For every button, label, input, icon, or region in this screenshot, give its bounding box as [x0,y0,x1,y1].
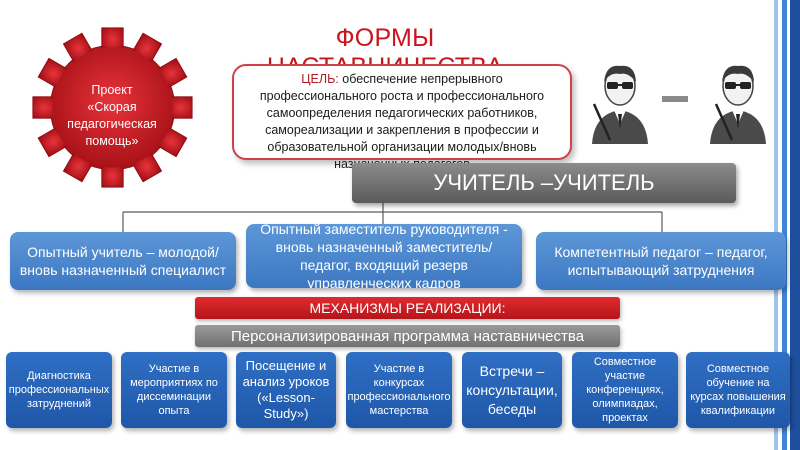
mechanism-box-3: Посещение и анализ уроков («Lesson-Study… [236,352,336,428]
decorative-stripes [774,0,800,450]
mechanisms-header: МЕХАНИЗМЫ РЕАЛИЗАЦИИ: [195,297,620,319]
project-line-1: Проект [91,83,133,97]
mechanism-text-1: Диагностика профессиональных затруднений [8,370,110,410]
mechanism-box-4: Участие в конкурсах профессионального ма… [346,352,452,428]
mechanism-text-3: Посещение и анализ уроков («Lesson-Study… [242,358,330,421]
mechanism-box-6: Совместное участие конференциях, олимпиа… [572,352,678,428]
pair-text-3: Компетентный педагог – педагог, испытыва… [554,244,768,278]
pair-text-1: Опытный учитель – молодой/вновь назначен… [19,244,227,278]
mechanism-text-4: Участие в конкурсах профессионального ма… [347,363,451,417]
pair-box-1: Опытный учитель – молодой/вновь назначен… [10,232,236,290]
mentor-person-icon [592,65,648,144]
mechanism-box-1: Диагностика профессиональных затруднений [6,352,112,428]
project-line-2: «Скорая [87,100,137,114]
mechanism-text-6: Совместное участие конференциях, олимпиа… [586,356,664,424]
project-label: Проект «Скорая педагогическая помощь» [60,82,164,150]
goal-box: ЦЕЛЬ: обеспечение непрерывного профессио… [232,64,572,171]
project-line-3: педагогическая [67,117,157,131]
mechanism-text-5: Встречи – консультации, беседы [466,362,558,417]
mechanism-box-5: Встречи – консультации, беседы [462,352,562,428]
mechanism-text-7: Совместное обучение на курсах повышения … [690,363,786,417]
goal-label: ЦЕЛЬ: [301,72,339,86]
mechanism-text-2: Участие в мероприятиях по диссеминации о… [130,363,218,417]
gear-icon [32,27,193,188]
pair-text-2: Опытный заместитель руководителя - вновь… [260,224,508,288]
mechanism-box-2: Участие в мероприятиях по диссеминации о… [121,352,227,428]
pair-box-2: Опытный заместитель руководителя - вновь… [246,224,522,288]
program-bar: Персонализированная программа наставниче… [195,325,620,347]
mechanism-box-7: Совместное обучение на курсах повышения … [686,352,790,428]
mentee-person-icon [710,65,766,144]
pair-dash [662,96,688,102]
goal-text: обеспечение непрерывного профессионально… [259,72,545,171]
form-teacher-teacher: УЧИТЕЛЬ –УЧИТЕЛЬ [352,163,736,203]
pair-box-3: Компетентный педагог – педагог, испытыва… [536,232,786,290]
project-line-4: помощь» [85,134,139,148]
